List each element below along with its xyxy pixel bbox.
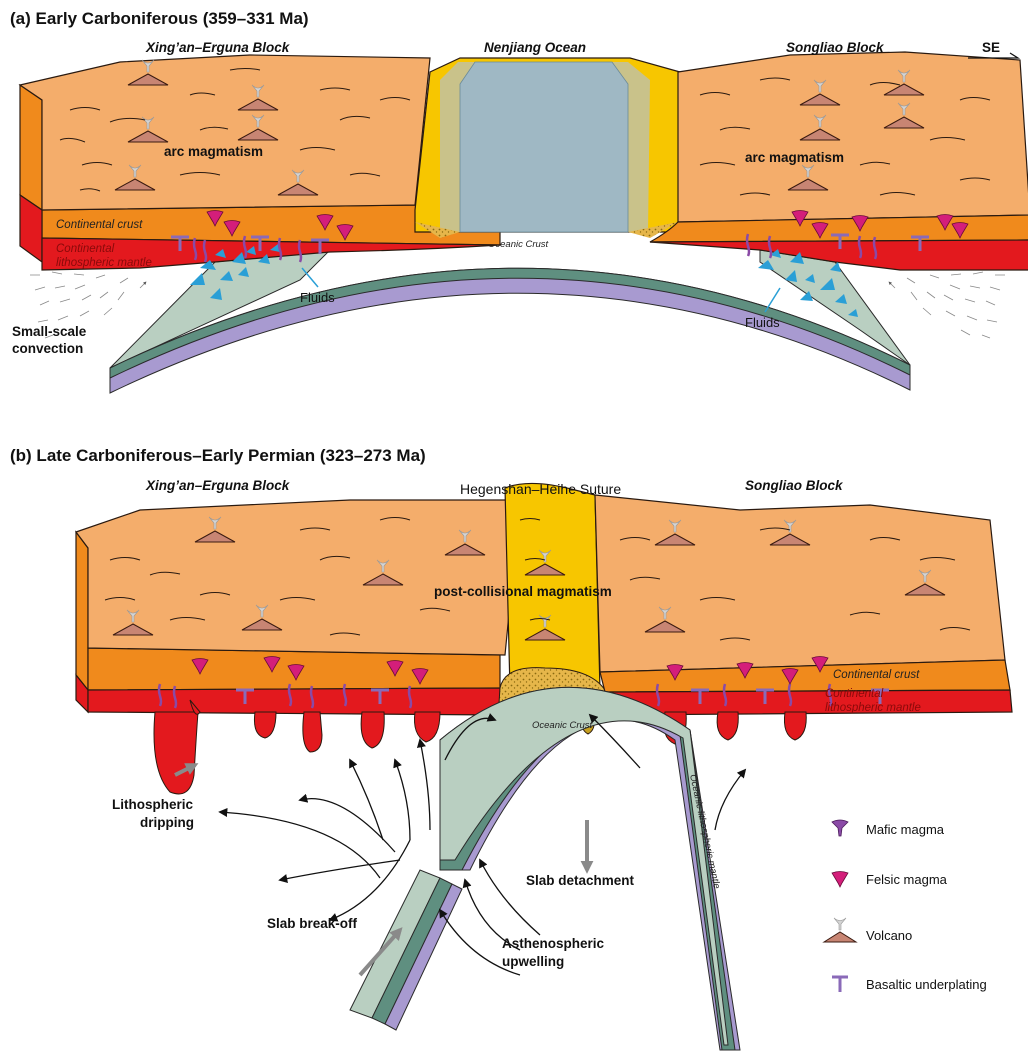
legend-item-mafic: Mafic magma [832,820,945,837]
panel-b-title: (b) Late Carboniferous–Early Permian (32… [10,446,426,465]
mantle-label-b-2: lithospheric mantle [825,702,921,714]
left-block-side-crust [20,85,42,210]
mantle-label-a-1: Continental [56,243,115,255]
legend-label-mafic: Mafic magma [866,822,945,837]
mantle-label-a-2: lithospheric mantle [56,257,152,269]
left-block-side-b [76,532,88,690]
upwelling-label-2: upwelling [502,954,564,969]
fluids-label-left: Fluids [300,290,335,305]
volcano-plume-icon [834,918,846,930]
mafic-magma-icon [832,820,848,836]
upwelling-label-1: Asthenospheric [502,936,605,951]
direction-indicator: SE [968,40,1018,58]
convection-label-2: convection [12,341,83,356]
fluids-leader-left [302,268,318,287]
ocean-water-a [460,62,628,232]
panel-b-diagram: Oceanic Crust Oceanic lithospheric mantl… [76,478,1012,1050]
xingan-block-label-b: Xing’an–Erguna Block [145,478,291,493]
right-block-surface-b [595,495,1005,672]
felsic-magma-icon [832,872,848,888]
detachment-label: Slab detachment [526,873,635,888]
legend-label-volcano: Volcano [866,928,912,943]
panel-a-diagram: Oceanic Crust [12,40,1028,393]
continental-crust-label-a: Continental crust [56,219,143,231]
left-block-surface-a [20,55,430,210]
dripping-label-1: Lithospheric [112,797,193,812]
arc-magmatism-right: arc magmatism [745,150,844,165]
panel-a-title: (a) Early Carboniferous (359–331 Ma) [10,9,309,28]
volcano-icon [824,932,856,942]
suture-label: Hegenshan–Heihe Suture [460,481,621,497]
nenjiang-ocean-label: Nenjiang Ocean [484,40,586,55]
legend-label-underplating: Basaltic underplating [866,977,987,992]
legend-item-volcano: Volcano [824,918,912,943]
right-block-surface-a [678,52,1028,222]
songliao-block-label-b: Songliao Block [745,478,844,493]
arc-magmatism-left: arc magmatism [164,144,263,159]
mantle-label-b-1: Continental [825,688,884,700]
xingan-block-label-a: Xing’an–Erguna Block [145,40,291,55]
songliao-block-label-a: Songliao Block [786,40,885,55]
legend-label-felsic: Felsic magma [866,872,948,887]
legend-item-felsic: Felsic magma [832,872,948,888]
basaltic-underplating-icon [832,977,848,992]
right-lithospheric-mantle-b [605,690,1012,715]
legend: Mafic magma Felsic magma Volcano Basalti… [824,820,987,992]
breakoff-label: Slab break-off [267,916,358,931]
legend-item-underplating: Basaltic underplating [832,977,987,992]
direction-label: SE [982,40,1000,55]
fluids-label-right: Fluids [745,315,780,330]
convection-field-right [889,272,1005,338]
dripping-label-2: dripping [140,815,194,830]
post-collisional-label: post-collisional magmatism [434,584,612,599]
left-lithospheric-mantle-b [88,688,500,715]
oceanic-crust-label-b: Oceanic Crust [532,720,593,731]
continental-crust-label-b: Continental crust [833,669,920,681]
convection-label-1: Small-scale [12,324,87,339]
